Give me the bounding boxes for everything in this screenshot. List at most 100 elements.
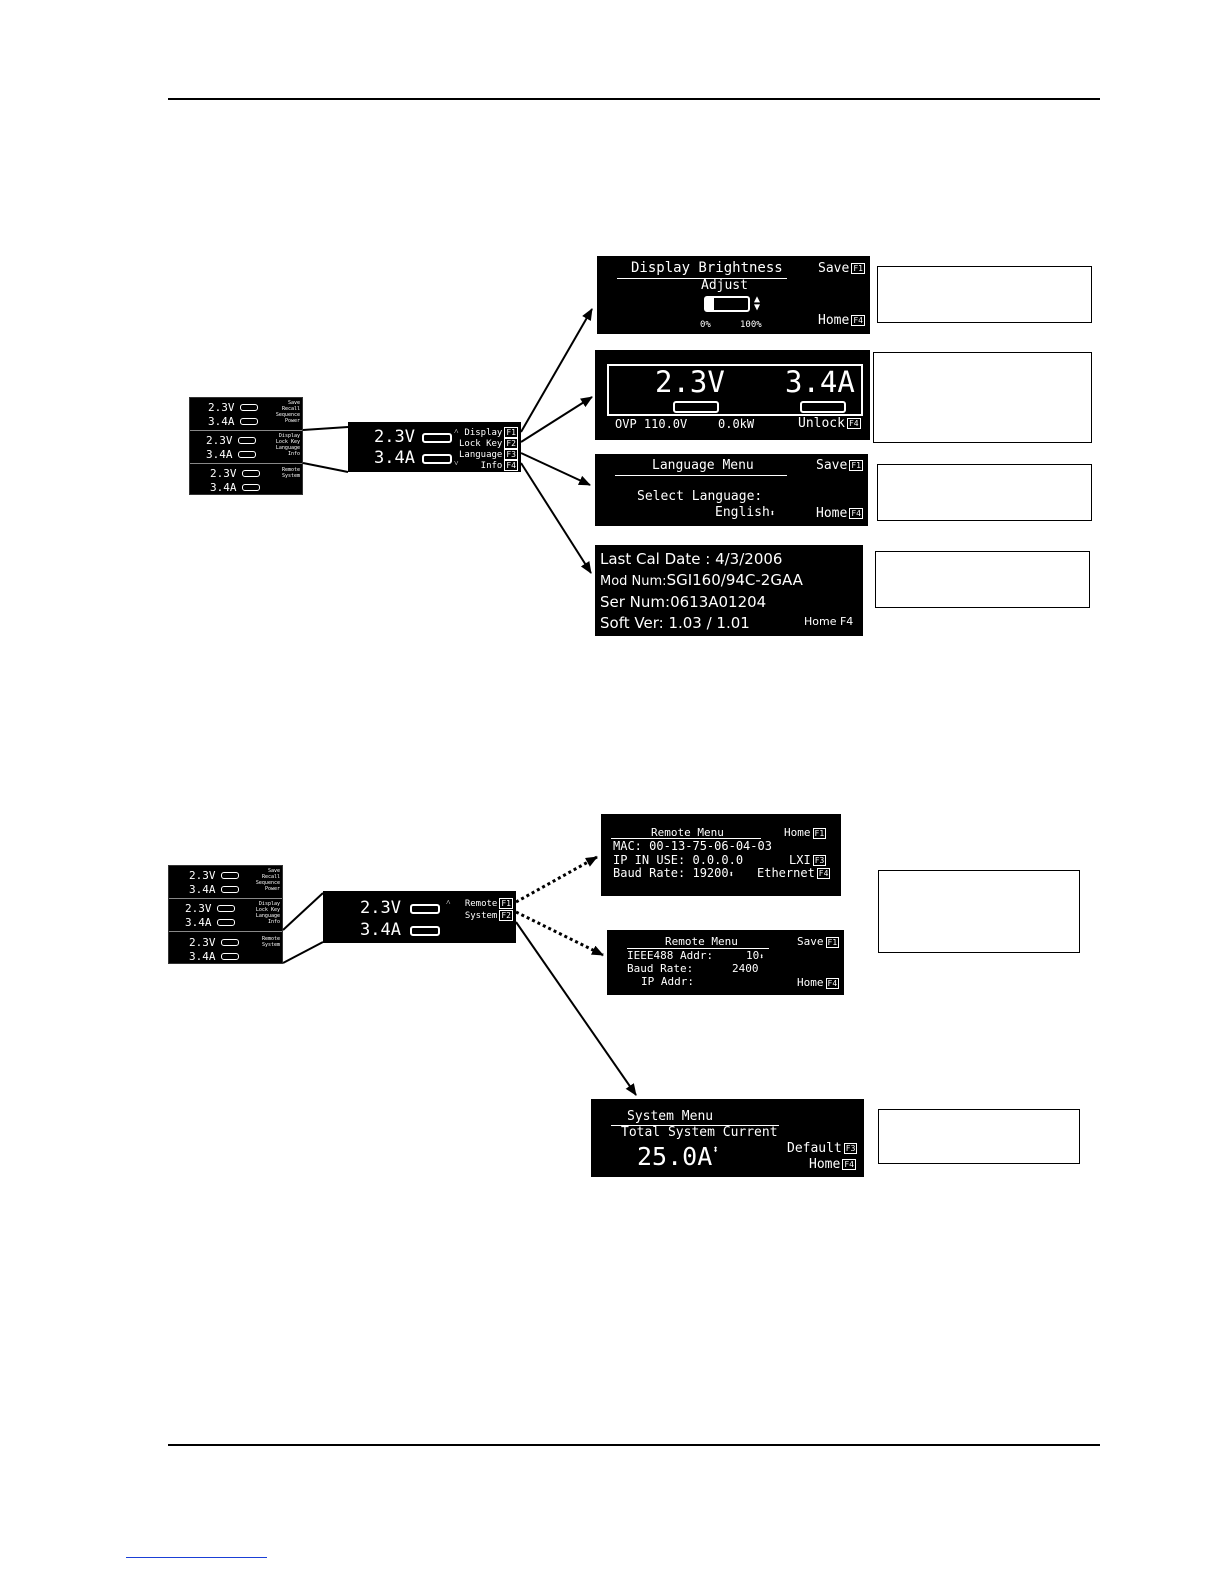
menu-stack-1: 2.3V 3.4A Save Recall Sequence Power 2.3… [189,397,303,495]
voltage-bar [240,404,258,411]
info-mod-num-row: Mod Num:SGI160/94C-2GAA [600,571,803,589]
brightness-level-bar[interactable] [704,296,750,312]
annotation-box-language [877,464,1092,521]
baud-rate-readout[interactable]: Baud Rate: 19200⬍ [613,866,735,880]
stack-current: 3.4A [210,481,237,494]
voltage-bar [242,470,260,477]
title-underline [627,948,769,949]
system-subtitle: Total System Current [621,1125,778,1140]
info-home-softkey[interactable]: Home F4 [804,615,854,628]
arrow-to-info [520,462,592,574]
stack-current: 3.4A [206,448,233,461]
ip-addr-label: IP Addr: [641,975,694,988]
brightness-adjust-label: Adjust [701,278,748,293]
display-brightness-screen: Display Brightness Adjust ▲▼ 0% 100% Sav… [597,256,870,334]
stack-voltage: 2.3V [206,434,233,447]
voltage-bar [221,939,239,946]
current-bracket [735,364,863,416]
stack-item-power: Power [264,886,280,892]
zoom-line-top [302,426,349,431]
stack-item-lock-key: Lock Key [275,439,300,445]
title-underline [617,278,787,279]
stack-voltage: 2.3V [189,869,216,882]
ovp-readout: OVP 110.0V [615,417,688,431]
scroll-up-icon: ˄ [446,898,451,907]
stack-item-language: Language [255,913,280,919]
ieee488-addr-value[interactable]: 10⬍ [746,949,765,962]
remote-lxi-title: Remote Menu [651,826,724,839]
title-underline [611,1125,779,1126]
brightness-max-label: 100% [740,320,762,330]
adjust-arrows-icon[interactable]: ▲▼ [754,294,761,313]
ip-in-use: IP IN USE: 0.0.0.0 [613,853,744,867]
current-bar [242,484,260,491]
dotted-arrow-to-remote-gpib [515,910,604,957]
voltage-bar [410,904,440,914]
stack-item-recall: Recall [261,874,280,880]
remote-menu-lxi-screen: Remote Menu MAC: 00-13-75-06-04-03 IP IN… [601,814,841,896]
language-value[interactable]: English⬍ [715,505,776,520]
stack-screen-remote: 2.3V 3.4A Remote System [169,932,282,964]
arrow-to-brightness [520,308,593,433]
stack-screen-display: 2.3V 3.4A Display Lock Key Language Info [190,431,302,464]
stack-voltage: 2.3V [185,902,212,915]
baud-rate-label: Baud Rate: [627,962,694,975]
info-screen: Last Cal Date : 4/3/2006 Mod Num:SGI160/… [595,545,863,636]
annotation-box-system [878,1109,1080,1164]
menu-current: 3.4A [360,920,401,940]
scroll-up-icon: ˄ [454,427,459,436]
stack-current: 3.4A [189,950,216,963]
stack-screen-remote: 2.3V 3.4A Remote System [190,464,302,495]
system-menu-screen: System Menu Total System Current 25.0A⬍ … [591,1099,864,1177]
stack-voltage: 2.3V [210,467,237,480]
annotation-box-remote [878,870,1080,953]
info-soft-ver-row: Soft Ver: 1.03 / 1.01 [600,614,750,632]
current-bar [240,418,258,425]
stack-voltage: 2.3V [189,936,216,949]
system-current-value[interactable]: 25.0A⬍ [637,1142,719,1171]
header-rule [168,98,1100,100]
zoom-line-bottom [302,462,349,473]
zoom-line-bottom [282,941,324,964]
menu-voltage: 2.3V [374,427,415,447]
info-ser-num-row: Ser Num:0613A01204 [600,593,767,611]
voltage-bar [238,437,256,444]
footer-rule [168,1444,1100,1446]
stack-item-system: System [261,942,280,948]
title-underline [615,475,787,476]
voltage-bracket [607,364,735,416]
footer-link-underline[interactable] [126,1557,267,1558]
stack-item-sequence: Sequence [255,880,280,886]
stack-item-save: Save [267,868,280,874]
stack-item-info: Info [287,451,300,457]
brightness-min-label: 0% [700,320,711,330]
brightness-title: Display Brightness [631,260,783,276]
language-title: Language Menu [652,458,754,473]
current-bar [217,919,235,926]
lock-current: 3.4A [785,365,855,399]
system-title: System Menu [627,1109,714,1124]
